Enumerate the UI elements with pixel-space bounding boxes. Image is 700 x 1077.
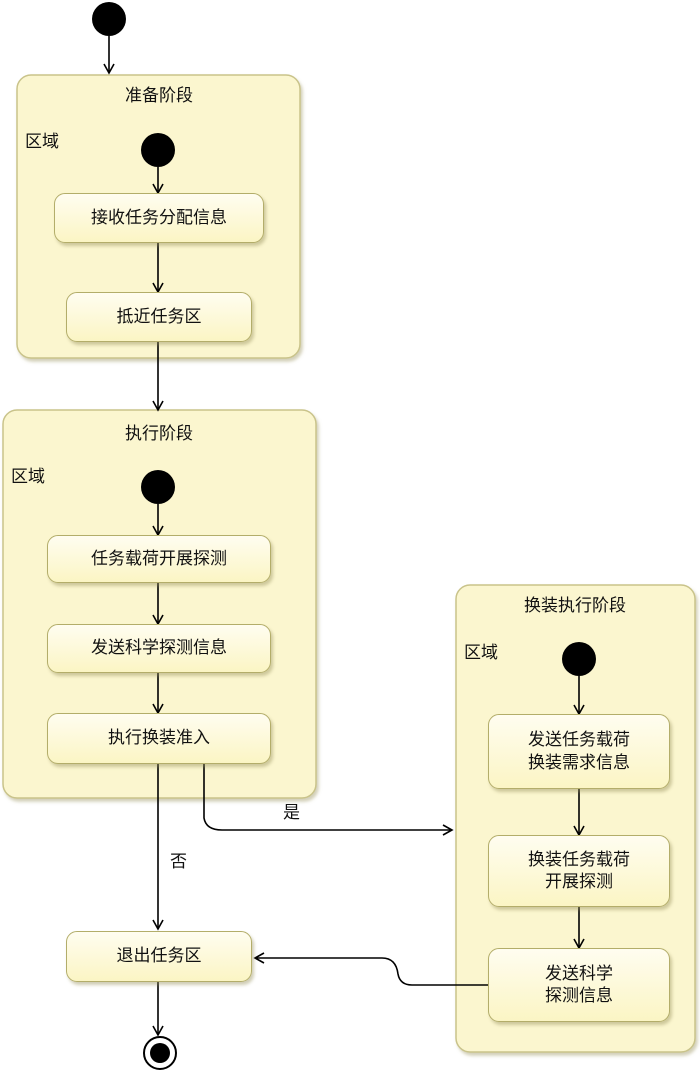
swap-region-label: 区域 <box>464 643 498 663</box>
action-label: 退出任务区 <box>116 946 202 967</box>
action-label-line2: 开展探测 <box>545 872 613 892</box>
execute-region-label: 区域 <box>11 467 45 487</box>
flow-swap-to-exit <box>253 952 488 986</box>
flow-yes-to-swap <box>203 764 454 836</box>
action-send-science-data-swap[interactable]: 发送科学 探测信息 <box>488 948 670 1022</box>
action-exit-task-area[interactable]: 退出任务区 <box>66 931 252 982</box>
initial-node-prepare <box>141 133 175 167</box>
region-swap <box>455 584 696 1053</box>
initial-node-execute <box>141 470 175 504</box>
action-label: 执行换装准入 <box>108 728 210 749</box>
action-label-line1: 换装任务载荷 <box>528 849 630 870</box>
guard-no: 否 <box>170 852 187 872</box>
action-receive-task-assignment[interactable]: 接收任务分配信息 <box>54 193 264 243</box>
prepare-region-label: 区域 <box>25 132 59 152</box>
execute-phase-title: 执行阶段 <box>125 424 193 444</box>
action-label: 抵近任务区 <box>116 306 202 327</box>
final-node <box>143 1036 177 1070</box>
action-send-science-data[interactable]: 发送科学探测信息 <box>47 624 271 673</box>
prepare-phase-title: 准备阶段 <box>125 86 193 106</box>
action-approach-task-area[interactable]: 抵近任务区 <box>66 292 252 342</box>
action-label-line1: 发送任务载荷 <box>528 730 630 751</box>
initial-node-top <box>92 2 126 36</box>
action-label-line2: 换装需求信息 <box>528 752 630 773</box>
action-payload-detection[interactable]: 任务载荷开展探测 <box>47 535 271 583</box>
action-label: 任务载荷开展探测 <box>91 548 227 569</box>
action-label-line2: 探测信息 <box>545 986 613 1006</box>
swap-phase-title: 换装执行阶段 <box>524 596 626 616</box>
action-label-line1: 发送科学 <box>545 963 613 984</box>
initial-node-swap <box>562 642 596 676</box>
action-label: 发送科学探测信息 <box>91 638 227 659</box>
action-swap-payload-detect[interactable]: 换装任务载荷 开展探测 <box>488 835 670 907</box>
action-execute-swap-admission[interactable]: 执行换装准入 <box>47 713 271 764</box>
action-label: 接收任务分配信息 <box>91 207 227 228</box>
action-send-swap-request[interactable]: 发送任务载荷 换装需求信息 <box>488 714 670 789</box>
guard-yes: 是 <box>283 803 300 823</box>
